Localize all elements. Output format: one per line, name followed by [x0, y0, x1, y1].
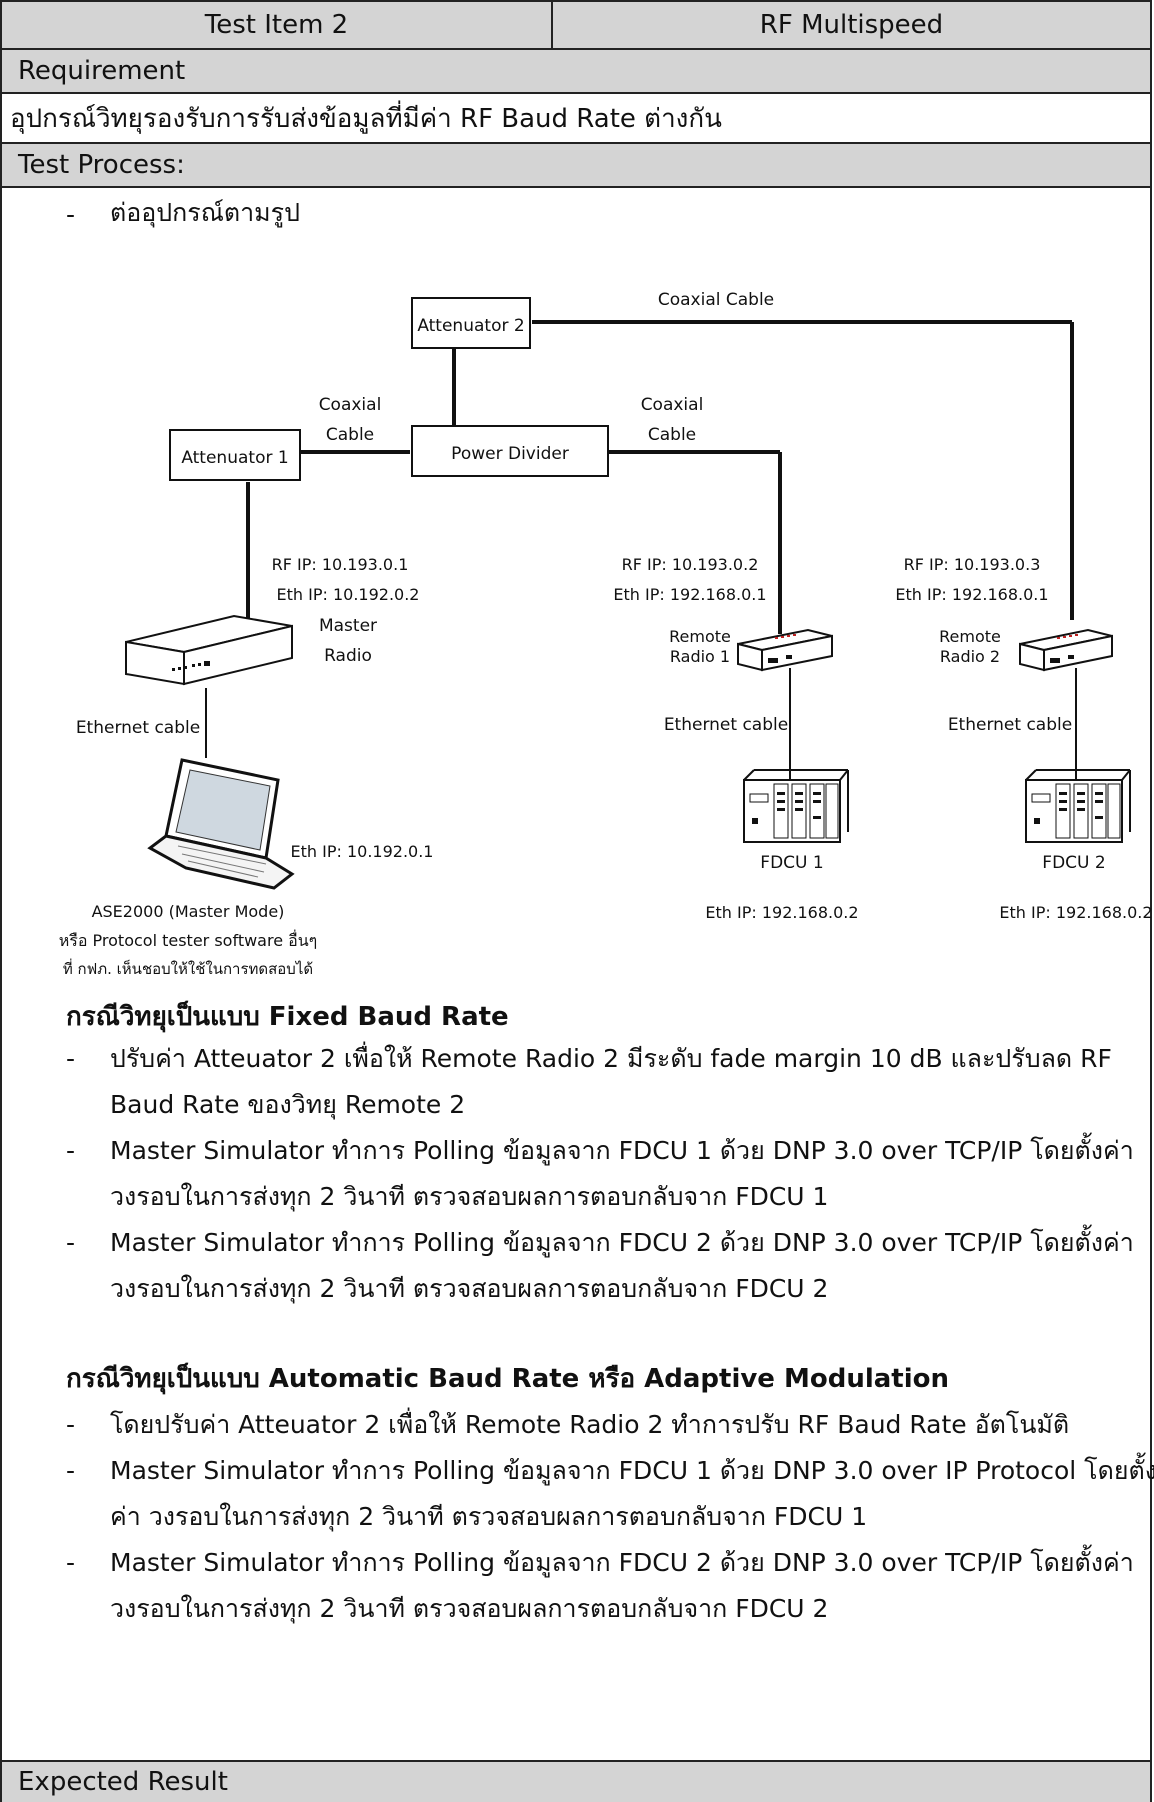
master-label-2: Radio	[324, 646, 372, 666]
attenuator-1-label: Attenuator 1	[181, 448, 288, 468]
network-diagram: Attenuator 2 Attenuator 1 Power Divider …	[59, 290, 1152, 978]
dash-bullet: -	[66, 1410, 76, 1439]
fixed-b3-line1: Master Simulator ทำการ Polling ข้อมูลจาก…	[110, 1228, 1134, 1257]
adaptive-b2-line1: Master Simulator ทำการ Polling ข้อมูลจาก…	[110, 1456, 1154, 1485]
remote2-rf-ip: RF IP: 10.193.0.3	[904, 555, 1041, 574]
adaptive-b3-line1: Master Simulator ทำการ Polling ข้อมูลจาก…	[110, 1548, 1134, 1577]
ase-line-1: ASE2000 (Master Mode)	[92, 902, 285, 921]
remote2-eth-ip: Eth IP: 192.168.0.1	[895, 585, 1048, 604]
coax-right-label-1: Coaxial	[641, 395, 704, 415]
dash-bullet: -	[66, 1456, 76, 1485]
remote1-label-1: Remote	[669, 627, 731, 646]
coax-left-label-1: Coaxial	[319, 395, 382, 415]
remote-radio-2-device	[1019, 628, 1113, 672]
fixed-b1-line2: Baud Rate ของวิทยุ Remote 2	[110, 1090, 466, 1119]
remote-radio-1-device	[737, 628, 833, 672]
attenuator-2-box: Attenuator 2	[411, 297, 531, 349]
master-eth-ip: Eth IP: 10.192.0.2	[277, 585, 420, 604]
eth-cable-r1-label: Ethernet cable	[664, 715, 788, 735]
power-divider-label: Power Divider	[451, 444, 569, 464]
dash-bullet: -	[66, 200, 76, 229]
header-row: Test Item 2 RF Multispeed	[2, 0, 1150, 50]
adaptive-b3-line2: วงรอบในการส่งทุก 2 วินาที ตรวจสอบผลการตอ…	[110, 1594, 829, 1623]
step-connect-text: ต่ออุปกรณ์ตามรูป	[110, 198, 300, 227]
test-process-label: Test Process:	[2, 144, 1150, 188]
remote1-eth-ip: Eth IP: 192.168.0.1	[613, 585, 766, 604]
fdcu-2-eth-ip: Eth IP: 192.168.0.2	[999, 903, 1152, 922]
test-item-cell: Test Item 2	[2, 2, 553, 48]
laptop-device	[147, 758, 295, 890]
laptop-eth-ip: Eth IP: 10.192.0.1	[291, 842, 434, 861]
fixed-b3-line2: วงรอบในการส่งทุก 2 วินาที ตรวจสอบผลการตอ…	[110, 1274, 829, 1303]
fixed-b1-line1: ปรับค่า Atteuator 2 เพื่อให้ Remote Radi…	[110, 1044, 1112, 1073]
master-label-1: Master	[319, 616, 377, 636]
requirement-text: อุปกรณ์วิทยุรองรับการรับส่งข้อมูลที่มีค่…	[2, 94, 1150, 144]
attenuator-1-box: Attenuator 1	[169, 429, 301, 481]
fixed-b2-line1: Master Simulator ทำการ Polling ข้อมูลจาก…	[110, 1136, 1134, 1165]
attenuator-2-label: Attenuator 2	[417, 316, 524, 336]
fixed-baud-heading: กรณีวิทยุเป็นแบบ Fixed Baud Rate	[66, 1002, 509, 1032]
coax-left-label-2: Cable	[326, 425, 374, 445]
remote2-label-1: Remote	[939, 627, 1001, 646]
adaptive-b1-line1: โดยปรับค่า Atteuator 2 เพื่อให้ Remote R…	[110, 1410, 1070, 1439]
eth-cable-r2-label: Ethernet cable	[948, 715, 1072, 735]
test-title-cell: RF Multispeed	[553, 2, 1150, 48]
ase-line-2: หรือ Protocol tester software อื่นๆ	[59, 929, 318, 950]
remote1-label-2: Radio 1	[670, 647, 730, 666]
remote2-label-2: Radio 2	[940, 647, 1000, 666]
adaptive-baud-heading: กรณีวิทยุเป็นแบบ Automatic Baud Rate หรื…	[66, 1364, 950, 1394]
dash-bullet: -	[66, 1228, 76, 1257]
fdcu-2-device	[1025, 769, 1131, 843]
master-radio-device	[125, 614, 293, 686]
coax-top-label: Coaxial Cable	[658, 290, 774, 310]
fixed-b2-line2: วงรอบในการส่งทุก 2 วินาที ตรวจสอบผลการตอ…	[110, 1182, 829, 1211]
adaptive-b2-line2: ค่า วงรอบในการส่งทุก 2 วินาที ตรวจสอบผลก…	[110, 1502, 868, 1531]
power-divider-box: Power Divider	[411, 425, 609, 477]
requirement-label: Requirement	[2, 50, 1150, 94]
coax-right-label-2: Cable	[648, 425, 696, 445]
dash-bullet: -	[66, 1136, 76, 1165]
master-rf-ip: RF IP: 10.193.0.1	[272, 555, 409, 574]
eth-cable-master-label: Ethernet cable	[76, 718, 200, 738]
dash-bullet: -	[66, 1548, 76, 1577]
dash-bullet: -	[66, 1044, 76, 1073]
remote1-rf-ip: RF IP: 10.193.0.2	[622, 555, 759, 574]
fdcu-1-label: FDCU 1	[760, 853, 823, 873]
fdcu-1-device	[743, 769, 849, 843]
fdcu-2-label: FDCU 2	[1042, 853, 1105, 873]
ase-line-3: ที่ กฟภ. เห็นชอบให้ใช้ในการทดสอบได้	[63, 958, 313, 978]
fdcu-1-eth-ip: Eth IP: 192.168.0.2	[705, 903, 858, 922]
expected-result-label: Expected Result	[2, 1760, 1150, 1802]
